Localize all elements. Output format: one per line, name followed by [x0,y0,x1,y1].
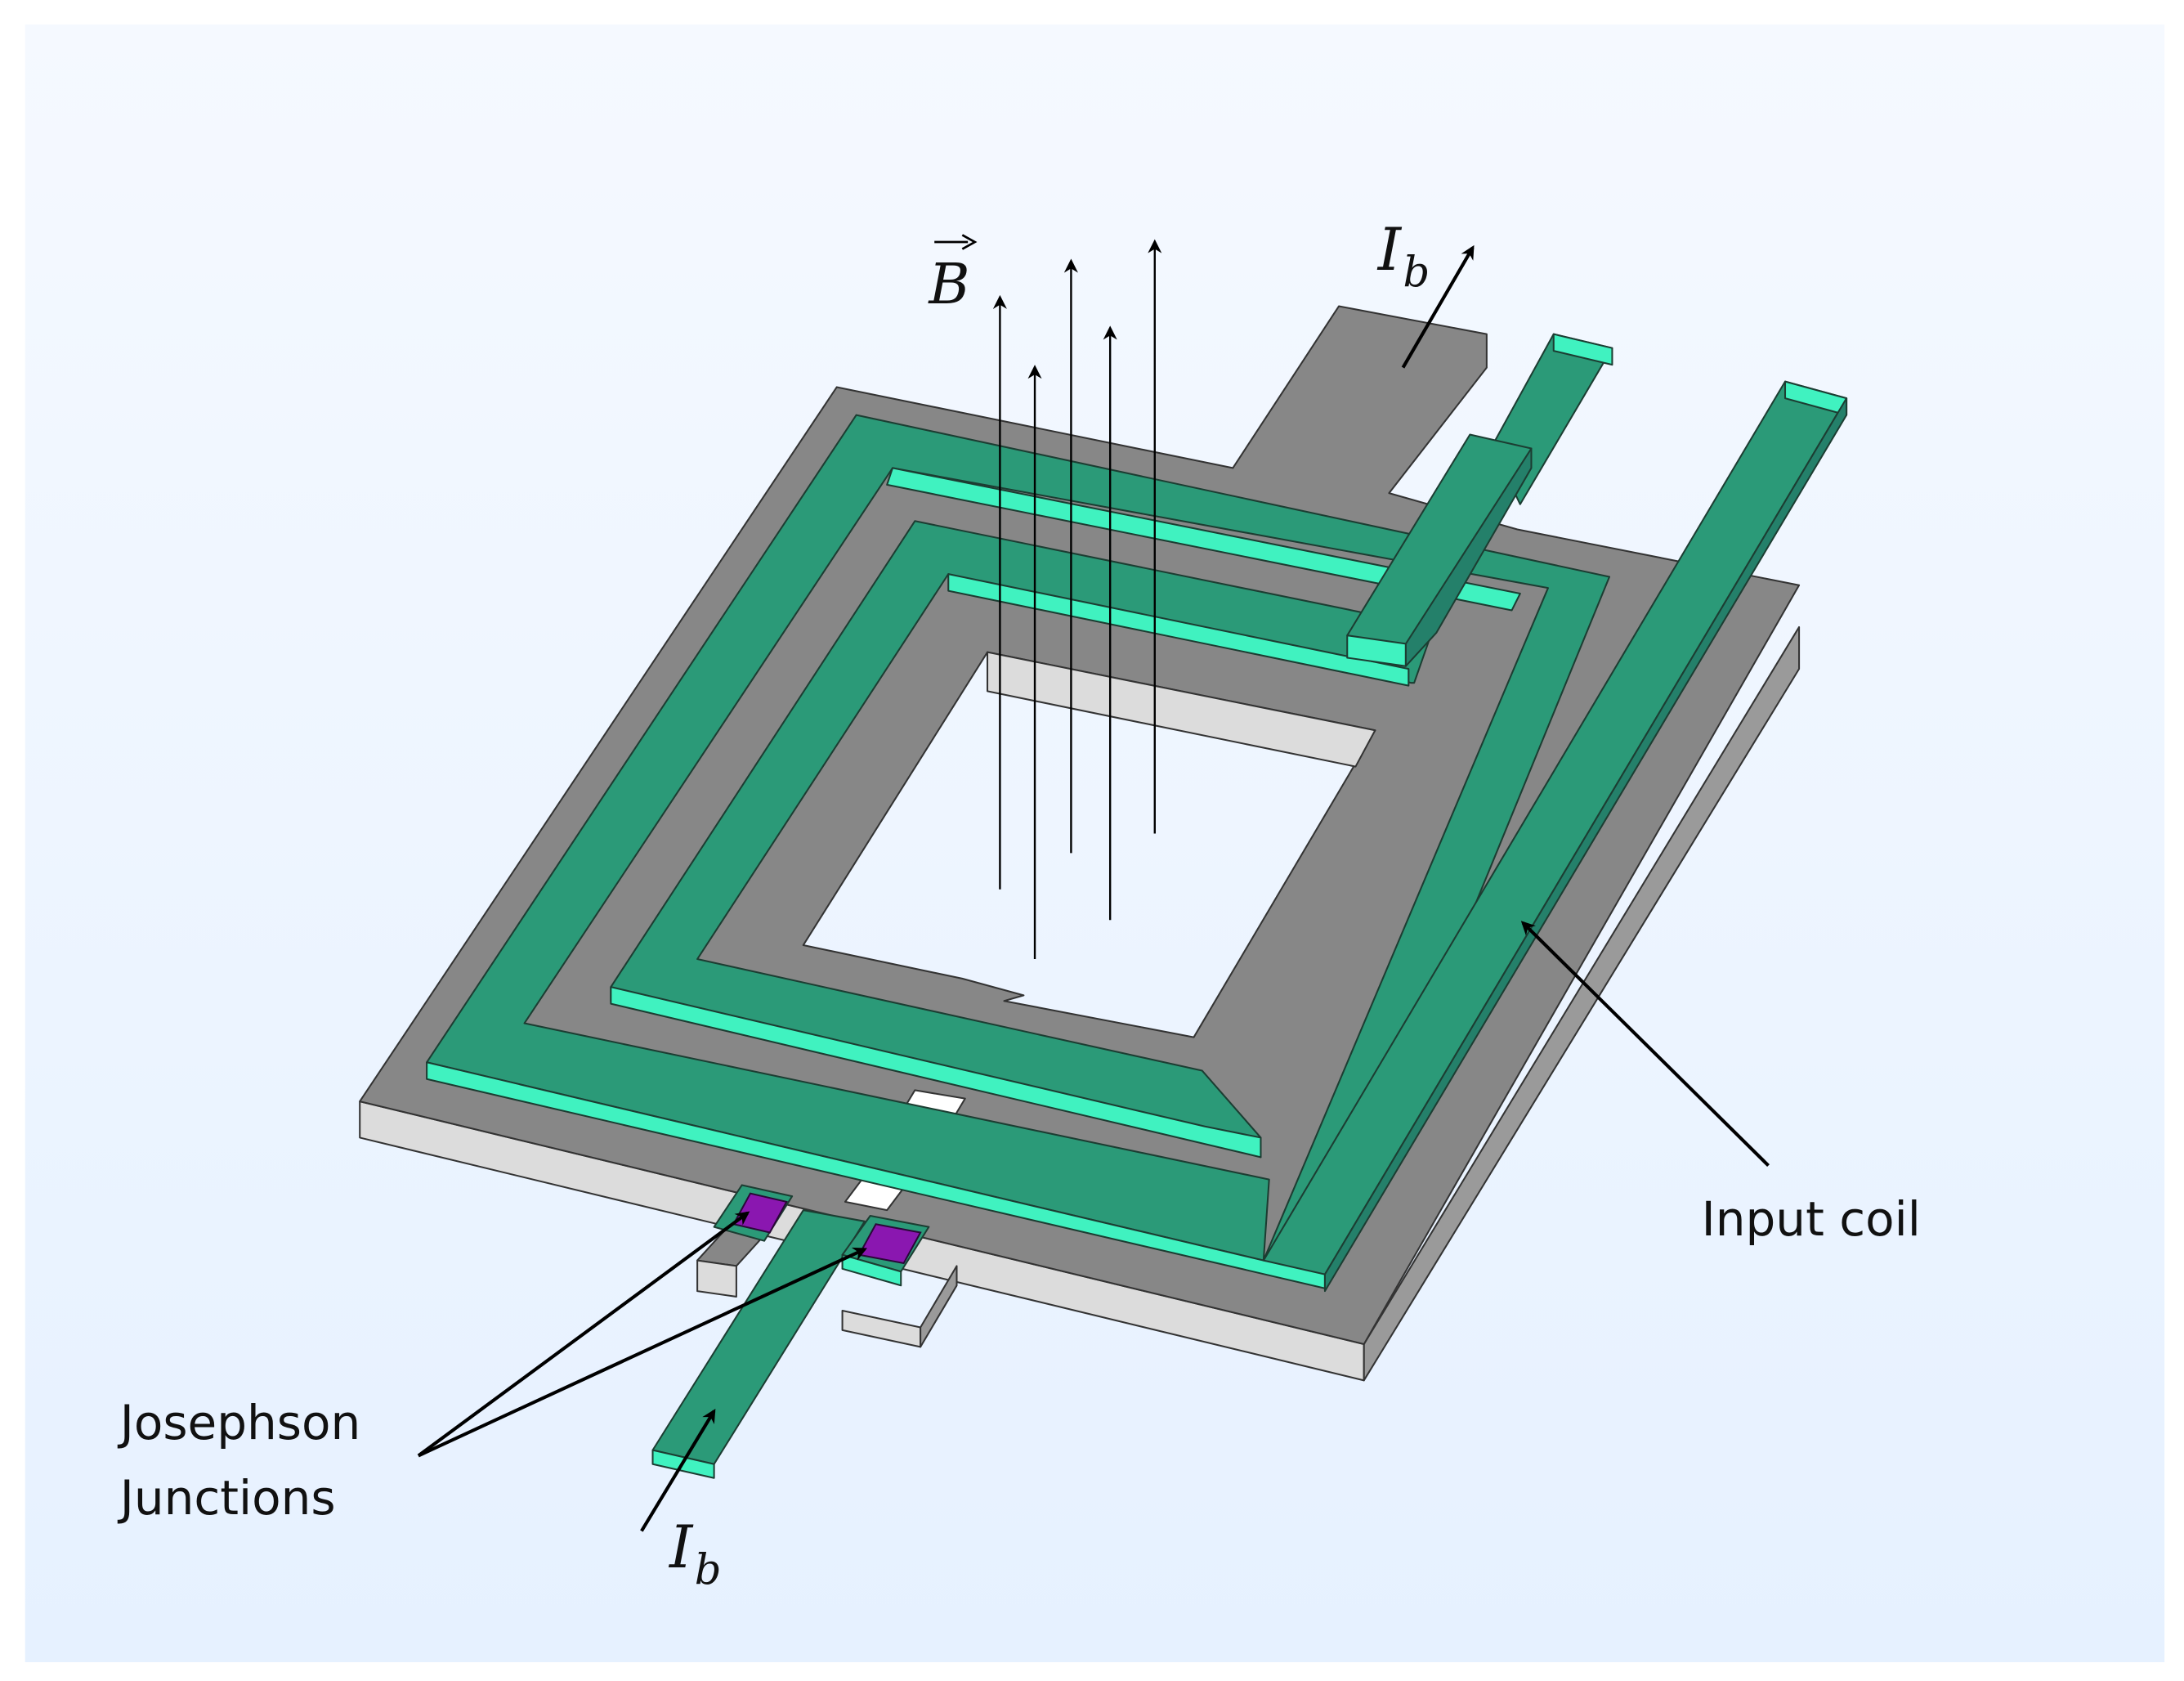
vector-head [961,234,978,250]
input-coil-label: Input coil [1702,1191,1921,1247]
field-label: B [927,234,978,317]
coil-lead-top-edge [1552,333,1613,366]
coil-inner-front-side [610,986,1262,1159]
washer-right-side [1363,625,1801,1382]
bias-symbol-top: I [1376,215,1403,284]
josephson-label-line1: Josephson [118,1395,361,1450]
coil-lead-right-edge [1323,397,1848,1293]
josephson-label-line2: Junctions [118,1470,336,1526]
background-panel [25,24,2165,1662]
input-coil-annotation: Input coil [1520,921,1921,1247]
field-symbol: B [927,253,969,317]
bias-current-bottom: I b [640,1408,722,1594]
coil-inner-lip [947,573,1410,687]
hole-wall-top [987,651,1376,768]
jj-pointer-left [417,1211,750,1458]
bias-subscript-bottom: b [695,1545,722,1594]
input-coil [426,333,1848,1479]
coil-bridge-right [1404,447,1533,667]
junction-right [857,1223,922,1265]
pad-left-side [696,1259,737,1298]
pad-right-edge [920,1265,958,1348]
bias-arrow-bottom [640,1408,716,1532]
magnetic-field-arrows [992,239,1162,960]
bias-subscript-top: b [1403,249,1430,298]
bias-symbol-bottom: I [668,1513,694,1581]
josephson-annotation: Josephson Junctions [118,1211,867,1526]
josephson-junctions [732,1192,922,1265]
coil-outer-turn [426,414,1611,1273]
jj-pointer-right [418,1247,867,1458]
coil-outer-inner-lip [886,467,1521,612]
input-coil-pointer [1520,921,1770,1168]
jj-cap-right-side [841,1253,902,1287]
bias-current-top: I b [1376,215,1475,369]
bias-arrow-top [1401,244,1475,369]
